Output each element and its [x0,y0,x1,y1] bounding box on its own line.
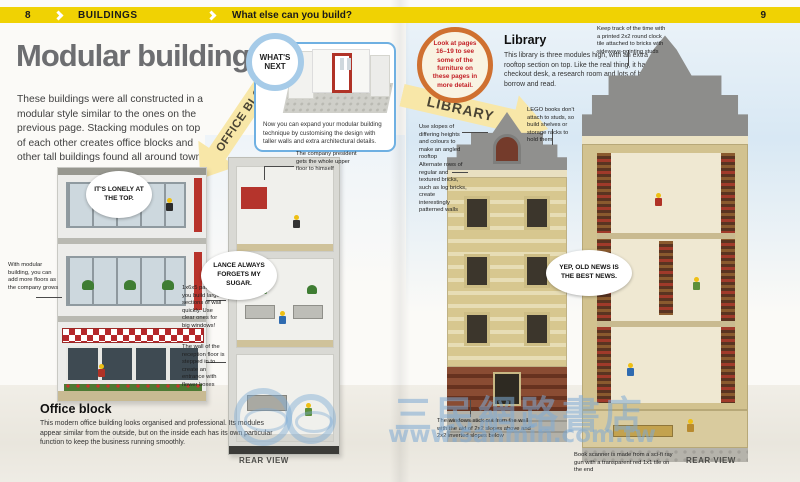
minifig [655,193,662,206]
lego-baseplate [582,448,748,462]
library-window [464,196,490,230]
arched-niche [493,134,521,164]
minifig [293,215,300,228]
section-label: BUILDINGS [78,9,138,21]
library-front-photo [447,112,567,442]
annotation-reception: The wall of the reception floor is stepp… [182,344,225,388]
building-base [58,391,206,401]
desk [293,305,323,319]
annotation-president: The company president gets the whole upp… [296,151,357,173]
callout-line [206,362,226,363]
page-number-left: 8 [25,9,31,21]
library-window [524,312,550,346]
callout-line [470,400,471,417]
library-interior [597,153,735,403]
plant [124,280,136,290]
desk [245,305,275,319]
library-door [493,372,521,406]
page-title: Modular buildings [16,38,267,73]
annotation-growth: With modular building, you can add more … [8,262,59,291]
floor-slab [597,321,735,327]
checkout-desk-scene [582,410,748,448]
plant [162,280,174,290]
red-brick-accent [194,178,202,232]
speech-bubble-news: YEP, OLD NEWS IS THE BEST NEWS. [546,250,632,296]
callout-line [206,300,226,301]
header-bar: 8 BUILDINGS What else can you build? 9 [0,7,800,23]
strap-title: What else can you build? [232,9,353,21]
intro-paragraph: These buildings were all constructed in … [17,94,205,164]
library-window [524,196,550,230]
checkout-desk [613,425,673,437]
cornice [447,170,567,177]
annotation-panels: 1x6x5 panels let you build large section… [182,285,224,329]
office-block-heading: Office block [40,402,112,416]
chevron-icon [206,10,217,20]
flower-boxes [64,384,202,391]
page-number-right: 9 [760,9,766,21]
library-window [464,312,490,346]
bookshelf [721,153,735,403]
checkered-awning [62,328,204,343]
callout-line [264,166,294,167]
red-brick-accent [194,252,202,310]
floor-slab [237,340,333,347]
speech-bubble-sugar: LANCE ALWAYS FORGETS MY SUGAR. [201,251,277,300]
callout-line [628,50,629,66]
cutaway-floor-bottom [236,354,334,442]
modular-room-photo [282,49,394,113]
callout-line [264,166,265,180]
floor-slab [597,233,735,239]
callout-line [452,172,468,173]
library-rear-photo [582,28,748,462]
rear-view-label-left: REAR VIEW [239,456,289,465]
whats-next-badge: WHAT'S NEXT [246,33,304,91]
lego-door [332,53,352,93]
whats-next-box: Now you can expand your modular building… [254,42,396,152]
annotation-windows: The windows stick out from the wall with… [437,418,531,440]
floor-slab [58,316,206,322]
building-base [229,446,339,454]
red-kitchen-unit [241,187,267,209]
storefront-windows [66,346,200,382]
minifig [98,364,105,377]
annotation-slopes: Use slopes of differing heights and colo… [419,124,461,161]
floor-slab [58,238,206,244]
cross-reference-circle: Look at pages 16–19 to see some of the f… [417,27,493,103]
office-block-paragraph: This modern office building looks organi… [40,420,273,447]
cutaway-floor-top [236,166,334,252]
annotation-books: LEGO books don't attach to studs, so bui… [527,107,575,144]
chevron-icon [53,10,64,20]
plant [307,285,317,294]
tile-floor [237,434,333,441]
entrance-steps [447,411,567,442]
floor-slab [237,244,333,251]
reception-counter [247,395,287,411]
minifig [166,198,173,211]
annotation-clock: Keep track of the time with a printed 2x… [597,26,666,55]
bookshelf [659,241,673,315]
rear-view-label-right: REAR VIEW [686,456,736,465]
minifig [279,311,286,324]
annotation-scanner: Book scanner is made from a sci-fi ray g… [574,452,673,474]
callout-line [462,132,488,133]
minifig [687,419,694,432]
minifig [627,363,634,376]
callout-line [36,297,62,298]
library-paragraph: This library is three modules high, with… [504,52,664,88]
cornice [582,136,748,144]
speech-bubble-lonely: IT'S LONELY AT THE TOP. [86,171,152,218]
office-block-rear-photo [228,157,340,455]
library-window [464,254,490,288]
lego-wall-right [370,55,390,97]
callout-line [552,129,553,145]
minifig [305,403,312,416]
office-roof [58,168,206,175]
plant [82,280,94,290]
library-heading: Library [504,33,547,47]
minifig [693,277,700,290]
whats-next-caption: Now you can expand your modular building… [263,121,382,145]
annotation-bricks: Alternate rows of regular and textured b… [419,162,467,214]
